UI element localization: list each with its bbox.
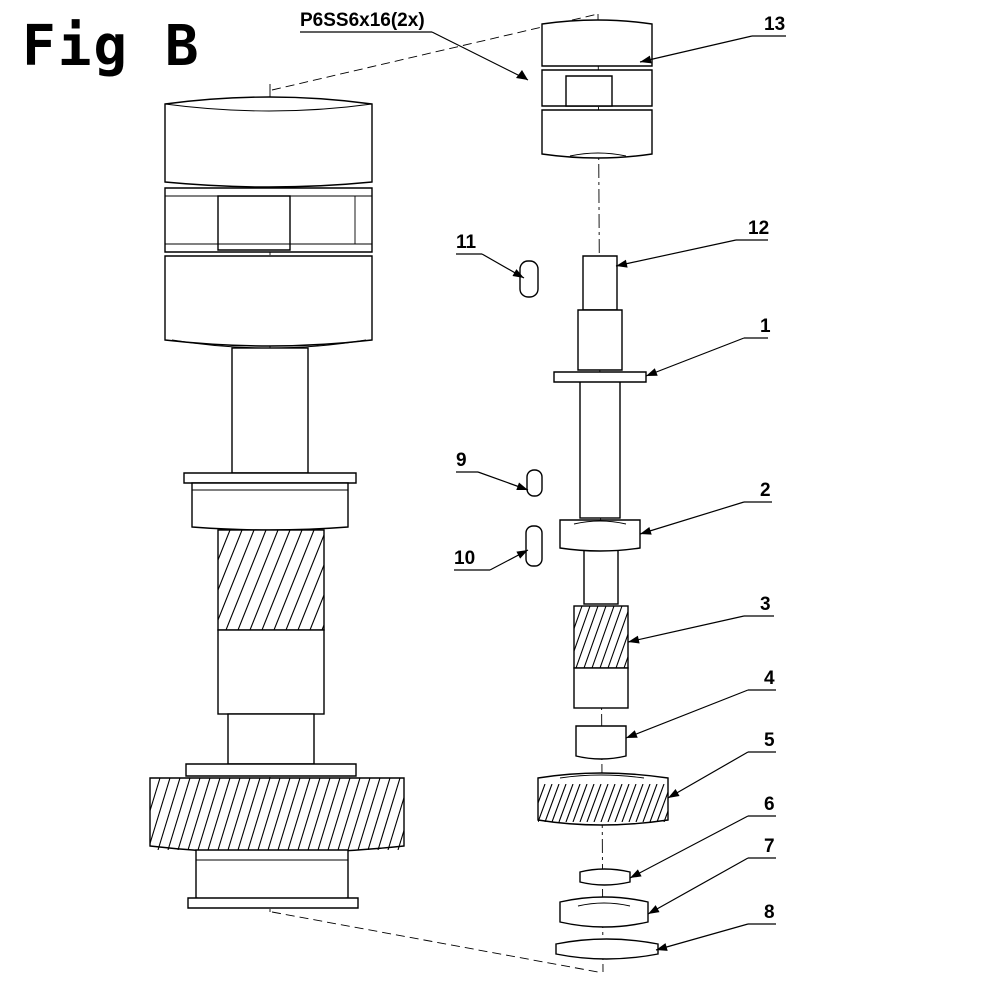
spec-label: P6SS6x16(2x) <box>300 10 425 31</box>
arrowhead-3 <box>628 635 640 644</box>
shaft-sleeve <box>227 713 315 765</box>
arrowhead-13 <box>640 55 652 64</box>
leader-line-4 <box>625 689 749 739</box>
part-11-key <box>519 260 539 298</box>
flange-plate <box>183 472 357 484</box>
leader-line-7 <box>647 857 749 915</box>
callout-label-8: 8 <box>764 902 775 923</box>
leader-line-3 <box>627 615 745 643</box>
leader-line-8 <box>655 923 749 951</box>
coupling-lower-half <box>164 255 373 347</box>
assembled-view <box>149 96 405 909</box>
leader-line-5 <box>667 751 749 799</box>
callout-label-10: 10 <box>454 548 475 569</box>
callout-label-1: 1 <box>760 316 771 337</box>
part-8-washer <box>555 938 659 960</box>
callout-label-9: 9 <box>456 450 467 471</box>
lower-washer <box>187 897 359 909</box>
callout-3: 3 <box>627 594 774 644</box>
arrowhead-9 <box>516 482 528 491</box>
callout-1: 1 <box>645 316 771 377</box>
arrowhead-11 <box>512 269 524 278</box>
arrowhead-10 <box>516 550 528 559</box>
arrowhead-7 <box>648 905 660 914</box>
callout-12: 12 <box>615 218 769 268</box>
part-10-key <box>525 525 543 567</box>
callout-label-3: 3 <box>760 594 771 615</box>
part-6-washer <box>579 868 631 886</box>
callout-label-6: 6 <box>764 794 775 815</box>
shaft-upper-section <box>231 347 309 474</box>
callout-label-5: 5 <box>764 730 775 751</box>
callout-2: 2 <box>639 480 772 535</box>
leader-line-6 <box>629 815 749 879</box>
part-13-coupling <box>541 19 653 159</box>
coupling-upper-half <box>164 96 373 188</box>
part-7-bearing <box>559 896 649 928</box>
callout-label-2: 2 <box>760 480 771 501</box>
callout-label-13: 13 <box>764 14 785 35</box>
callout-label-12: 12 <box>748 218 769 239</box>
part-12-shaft <box>577 255 623 605</box>
part-1-plate <box>553 371 647 383</box>
callout-6: 6 <box>629 794 776 879</box>
arrowhead-12 <box>616 259 628 268</box>
lower-bearing <box>195 849 349 903</box>
callout-label-4: 4 <box>764 668 775 689</box>
part-5-gear <box>537 772 669 826</box>
exploded-view <box>519 19 669 960</box>
arrowhead-5 <box>668 789 680 798</box>
callout-5: 5 <box>667 730 776 799</box>
figure-title: Fig B <box>22 14 201 79</box>
callout-8: 8 <box>655 902 776 951</box>
arrowhead-6 <box>630 869 642 878</box>
arrowhead-2 <box>640 526 652 535</box>
part-9-key <box>526 469 543 497</box>
part-2-bearing <box>559 519 641 552</box>
callout-10: 10 <box>454 548 529 571</box>
leader-line-1 <box>645 337 745 377</box>
callout-label-7: 7 <box>764 836 775 857</box>
callout-7: 7 <box>647 836 776 915</box>
leader-line-12 <box>615 239 737 267</box>
part-3-pinion <box>573 605 629 709</box>
spec-callout: P6SS6x16(2x) <box>300 10 529 81</box>
arrowhead-1 <box>646 368 658 376</box>
callout-label-11: 11 <box>456 232 477 253</box>
callout-13: 13 <box>639 14 786 64</box>
callout-4: 4 <box>625 668 776 739</box>
arrowhead-4 <box>626 730 638 738</box>
callout-11: 11 <box>456 232 525 279</box>
leader-line-13 <box>639 35 753 63</box>
shaft-collar <box>217 629 325 715</box>
callout-9: 9 <box>456 450 529 491</box>
part-4-sleeve <box>575 725 627 760</box>
leader-line-2 <box>639 501 745 535</box>
arrowhead-8 <box>656 943 668 951</box>
